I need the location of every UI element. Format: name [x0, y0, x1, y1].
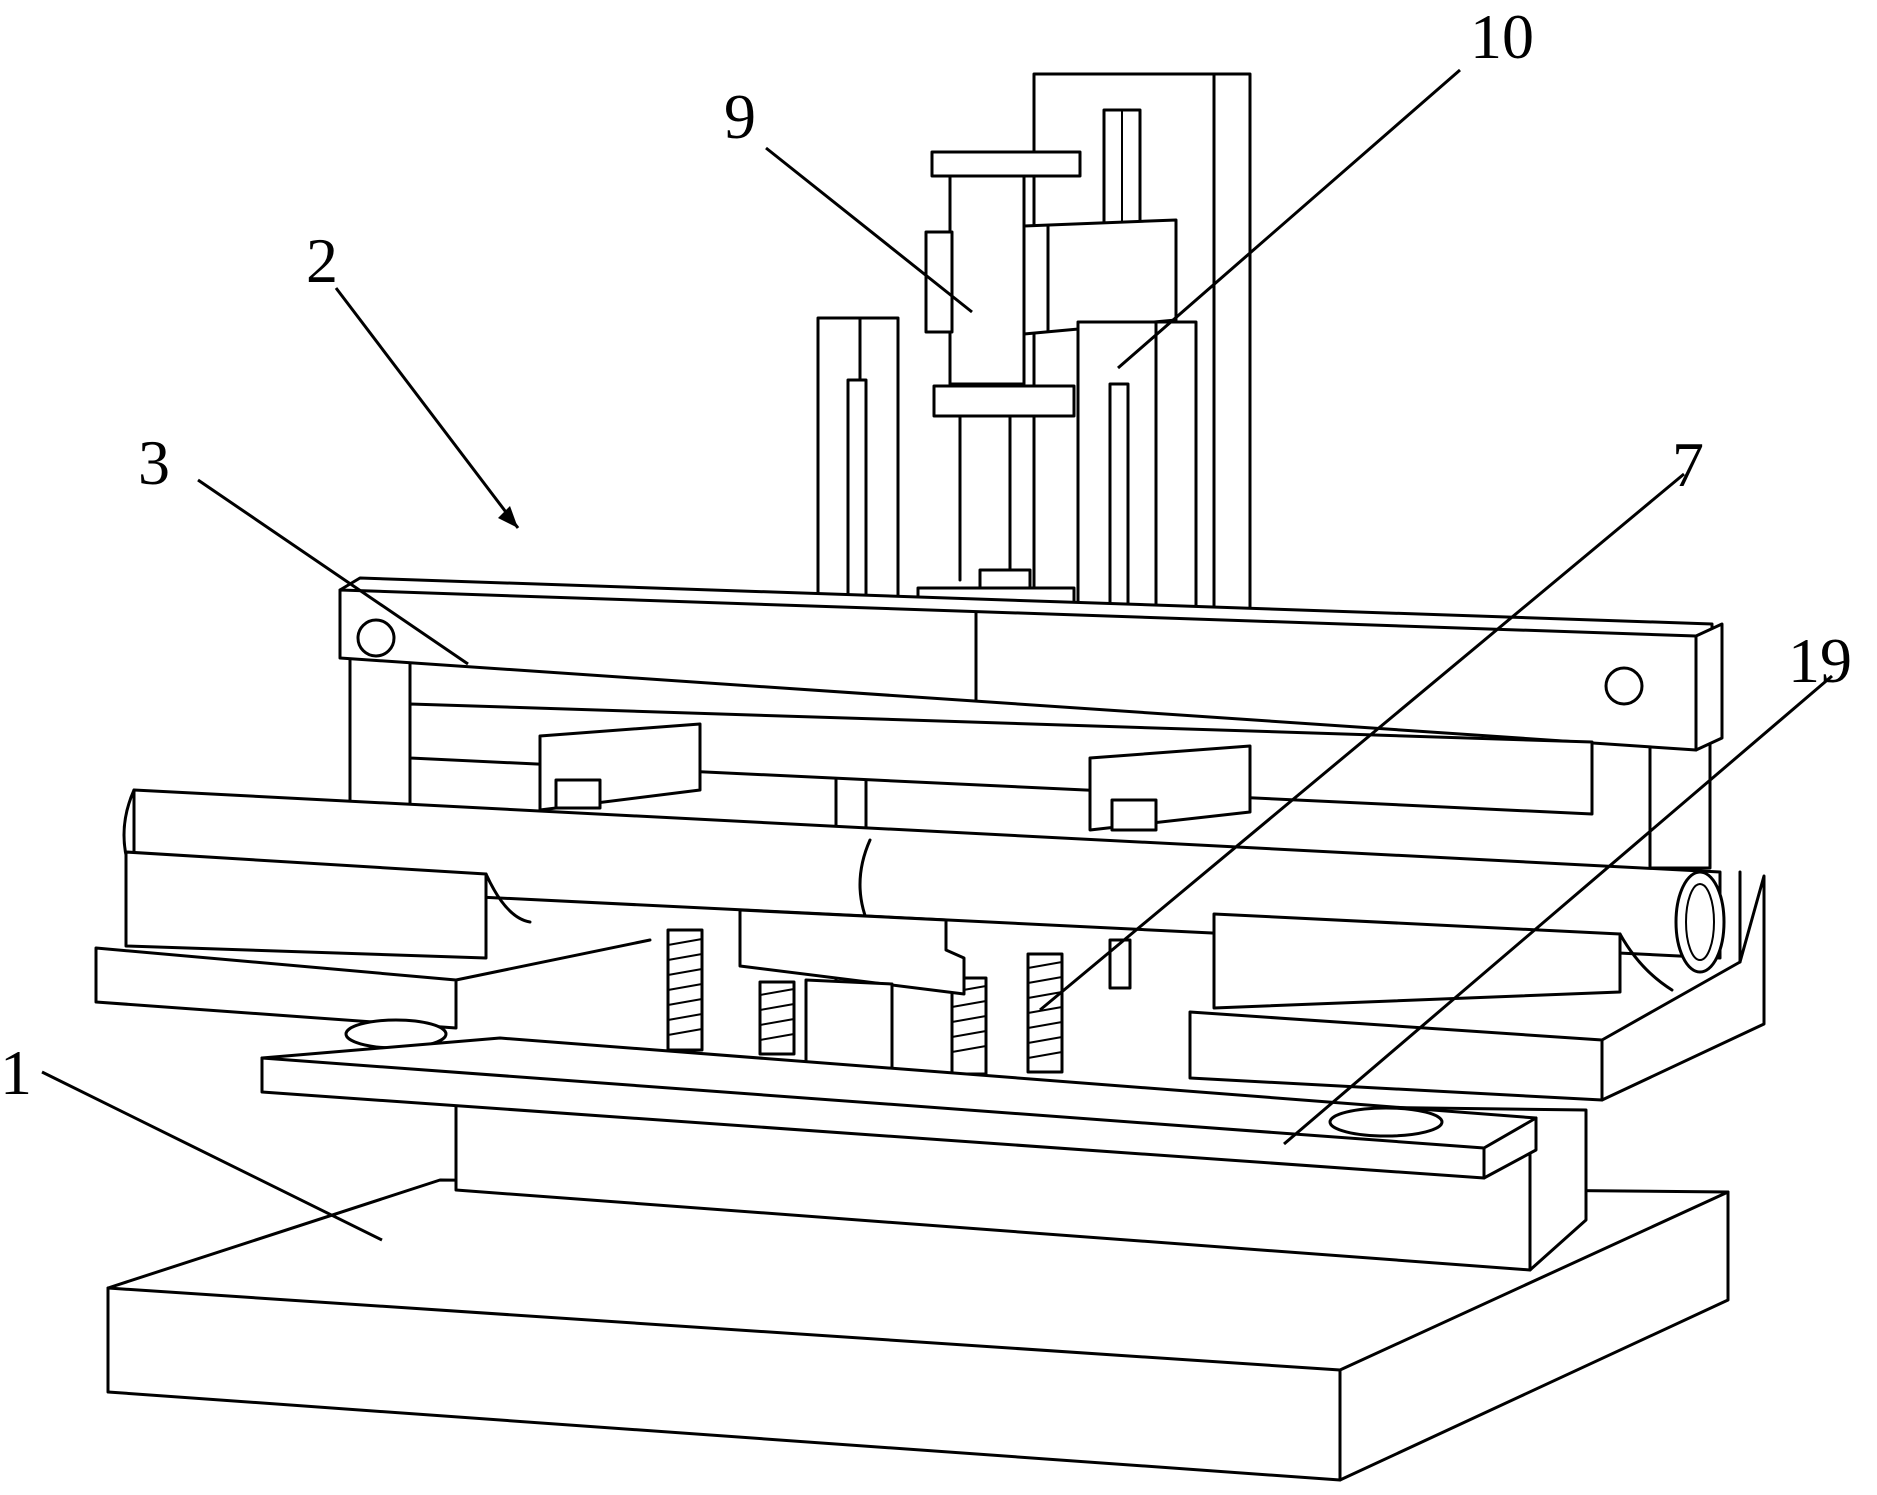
label-3: 3 — [138, 427, 170, 498]
left-clamp — [94, 850, 652, 1050]
label-2: 2 — [306, 225, 338, 296]
spring-2 — [758, 980, 796, 1056]
label-19: 19 — [1788, 625, 1852, 696]
slide-plate — [260, 1036, 1538, 1180]
tube-workpiece — [122, 788, 1726, 974]
label-9: 9 — [724, 81, 756, 152]
label-1: 1 — [0, 1037, 32, 1108]
clamp-rail — [408, 702, 1594, 832]
label-7: 7 — [1672, 429, 1704, 500]
cylinder-assembly — [916, 150, 1178, 616]
spring-4 — [1026, 952, 1064, 1074]
guide-post-right — [1076, 320, 1198, 618]
spring-1 — [666, 928, 704, 1052]
reference-labels: 1 2 3 7 9 10 19 — [0, 1, 1852, 1108]
springs — [666, 928, 1064, 1076]
label-10: 10 — [1470, 1, 1534, 72]
guide-post-left — [816, 316, 900, 618]
top-beam — [338, 576, 1724, 752]
leader-lines — [41, 68, 1833, 1242]
right-clamp — [1188, 870, 1766, 1102]
